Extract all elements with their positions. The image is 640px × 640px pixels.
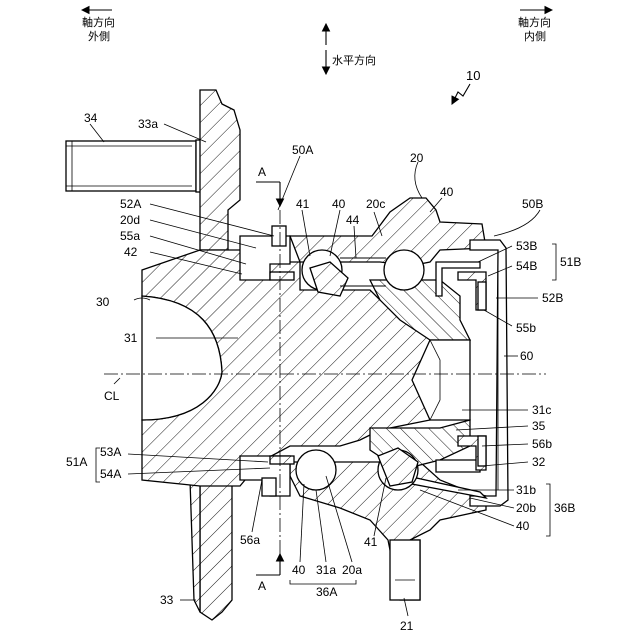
label-32: 32 <box>532 455 546 469</box>
label-54B: 54B <box>516 259 537 273</box>
label-31: 31 <box>124 331 138 345</box>
label-41-bottom: 41 <box>364 535 378 549</box>
label-60: 60 <box>520 349 534 363</box>
label-52A: 52A <box>120 197 141 211</box>
label-55a: 55a <box>120 229 140 243</box>
label-31c: 31c <box>532 403 551 417</box>
label-56b: 56b <box>532 437 552 451</box>
label-21: 21 <box>400 619 414 633</box>
label-55b: 55b <box>516 321 536 335</box>
label-33a: 33a <box>138 117 158 131</box>
label-51A: 51A <box>66 455 87 469</box>
axial-inner-label-1: 軸方向 <box>518 15 551 29</box>
label-40-bottom: 40 <box>292 563 306 577</box>
ball-top-right <box>384 250 424 290</box>
label-20: 20 <box>410 151 424 165</box>
label-CL: CL <box>104 389 120 403</box>
label-36B: 36B <box>554 501 575 515</box>
label-20c: 20c <box>366 197 385 211</box>
label-56a: 56a <box>240 533 260 547</box>
section-mark-bottom: A <box>258 579 266 593</box>
label-44: 44 <box>346 213 360 227</box>
label-31a: 31a <box>316 563 336 577</box>
bracket-36A <box>290 580 356 584</box>
label-34: 34 <box>84 111 98 125</box>
ref-10-arrow <box>452 84 470 104</box>
label-50B: 50B <box>522 197 543 211</box>
label-53A: 53A <box>100 445 121 459</box>
section-mark-top: A <box>258 165 266 179</box>
label-35: 35 <box>532 419 546 433</box>
ball-bottom-left <box>296 450 336 490</box>
label-53B: 53B <box>516 239 537 253</box>
label-30: 30 <box>96 295 110 309</box>
horizontal-label: 水平方向 <box>332 53 376 67</box>
label-31b: 31b <box>516 483 536 497</box>
label-52B: 52B <box>542 291 563 305</box>
label-42: 42 <box>124 245 138 259</box>
label-20a: 20a <box>342 563 362 577</box>
label-20d: 20d <box>120 213 140 227</box>
label-36A: 36A <box>316 585 337 599</box>
axial-outer-label-1: 軸方向 <box>82 15 115 29</box>
label-33: 33 <box>160 593 174 607</box>
axial-outer-label-2: 外側 <box>88 30 110 43</box>
label-54A: 54A <box>100 467 121 481</box>
axial-inner-label-2: 内側 <box>524 29 546 43</box>
label-20b: 20b <box>516 501 536 515</box>
label-40-bottom-right: 40 <box>516 519 530 533</box>
label-41-top: 41 <box>296 197 310 211</box>
figure-ref-10: 10 <box>466 68 480 83</box>
label-50A: 50A <box>292 143 313 157</box>
label-40-top: 40 <box>332 197 346 211</box>
label-40-top-right: 40 <box>440 185 454 199</box>
label-51B: 51B <box>560 255 581 269</box>
